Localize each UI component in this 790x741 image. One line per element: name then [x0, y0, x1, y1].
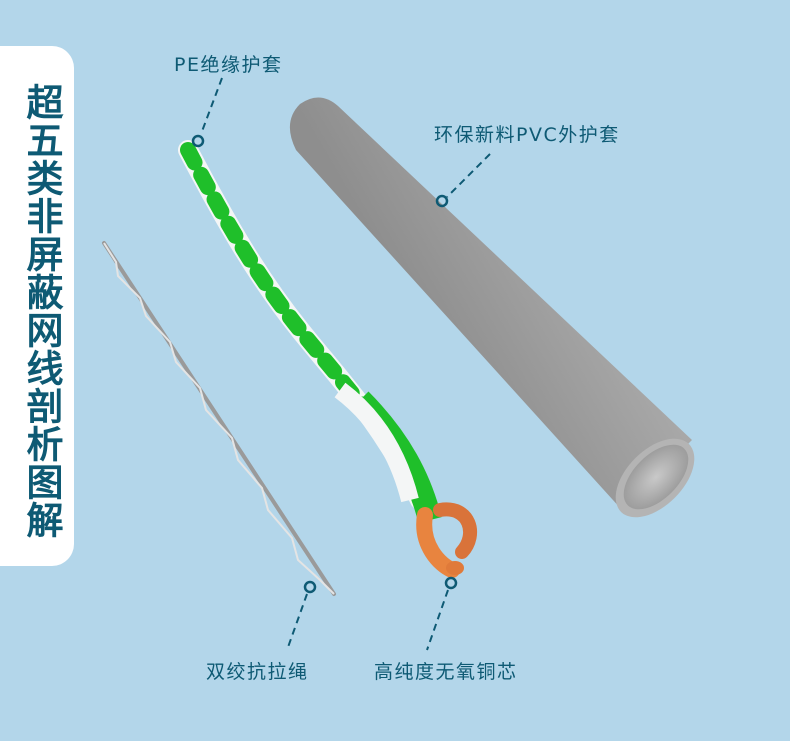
- twisted-pair: [178, 140, 477, 578]
- leader-rip-cord: [286, 580, 317, 651]
- leader-copper: [426, 576, 458, 651]
- rip-cord-strand: [102, 241, 336, 596]
- title-panel: 超五类非屏蔽网线剖析图解: [0, 46, 74, 566]
- label-pe-insulation: PE绝缘护套: [174, 54, 283, 76]
- leader-pvc: [435, 153, 491, 208]
- label-copper-core: 高纯度无氧铜芯: [374, 661, 518, 683]
- pvc-jacket-tube: [289, 97, 695, 518]
- label-pvc-jacket: 环保新料PVC外护套: [434, 124, 620, 146]
- label-rip-cord: 双绞抗拉绳: [206, 661, 309, 683]
- leader-pe: [191, 77, 223, 148]
- page-title: 超五类非屏蔽网线剖析图解: [20, 83, 63, 539]
